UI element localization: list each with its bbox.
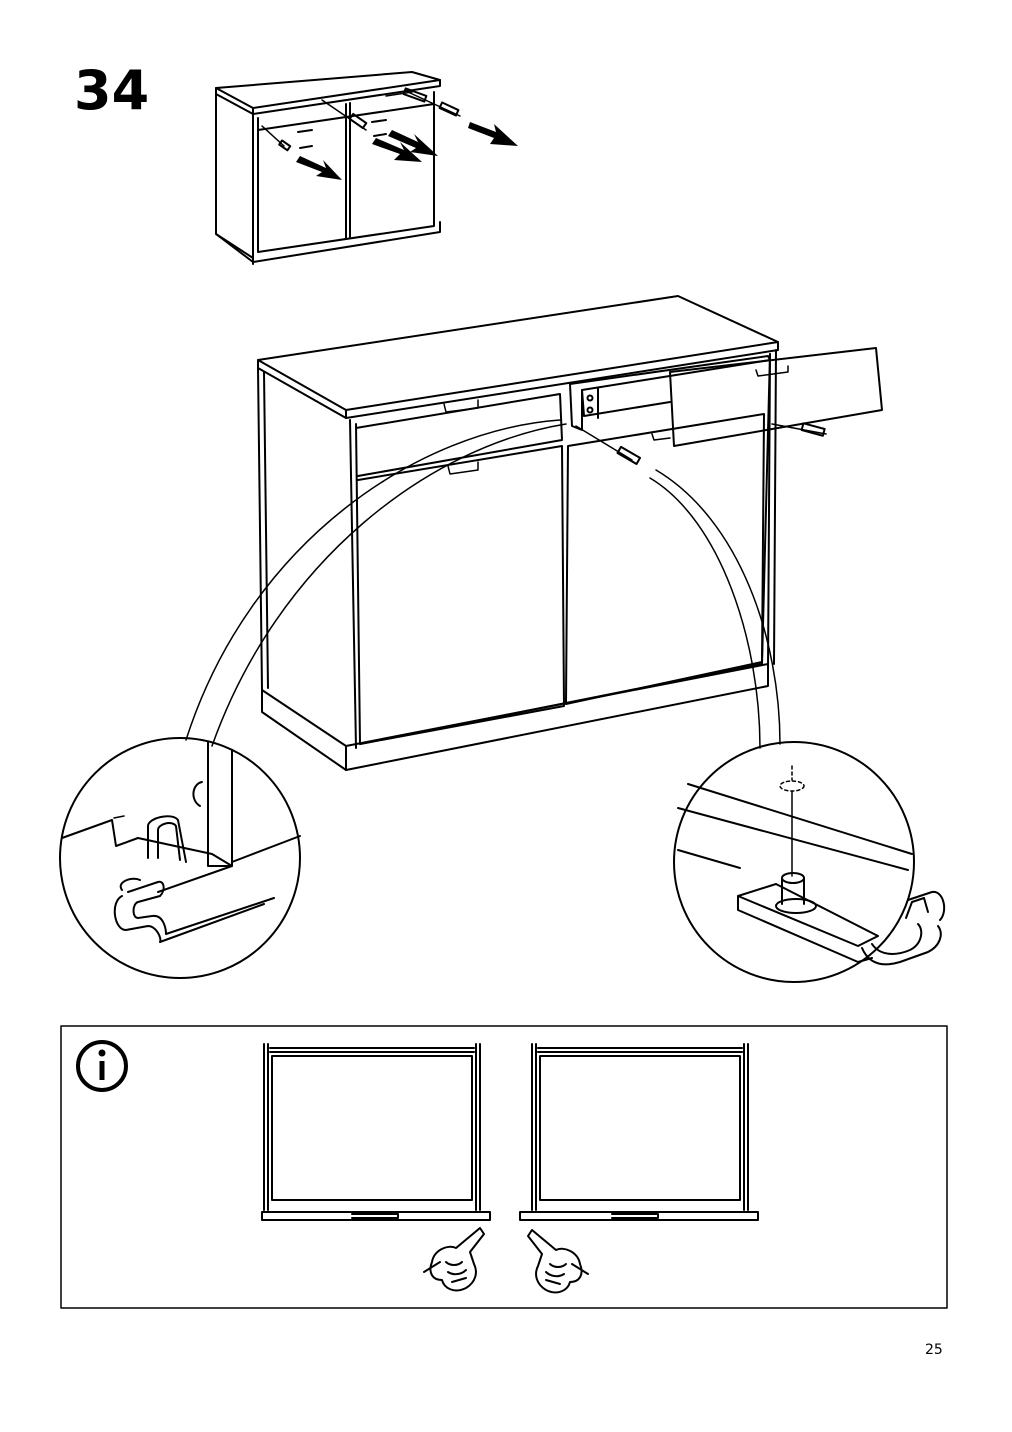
detail-circle-right [673,741,946,983]
step-number: 34 [74,59,150,122]
drawer-top-view-incorrect [261,1043,491,1221]
pointing-hand-icon [423,1227,485,1292]
info-box [60,1025,948,1309]
main-cabinet [185,295,883,771]
pointing-hand-icon [527,1229,589,1294]
page-number: 25 [925,1342,943,1358]
detail-circle-left [59,737,301,979]
info-icon [76,1040,128,1092]
drawer-top-view-correct [519,1043,759,1221]
overview-cabinet [215,71,518,265]
